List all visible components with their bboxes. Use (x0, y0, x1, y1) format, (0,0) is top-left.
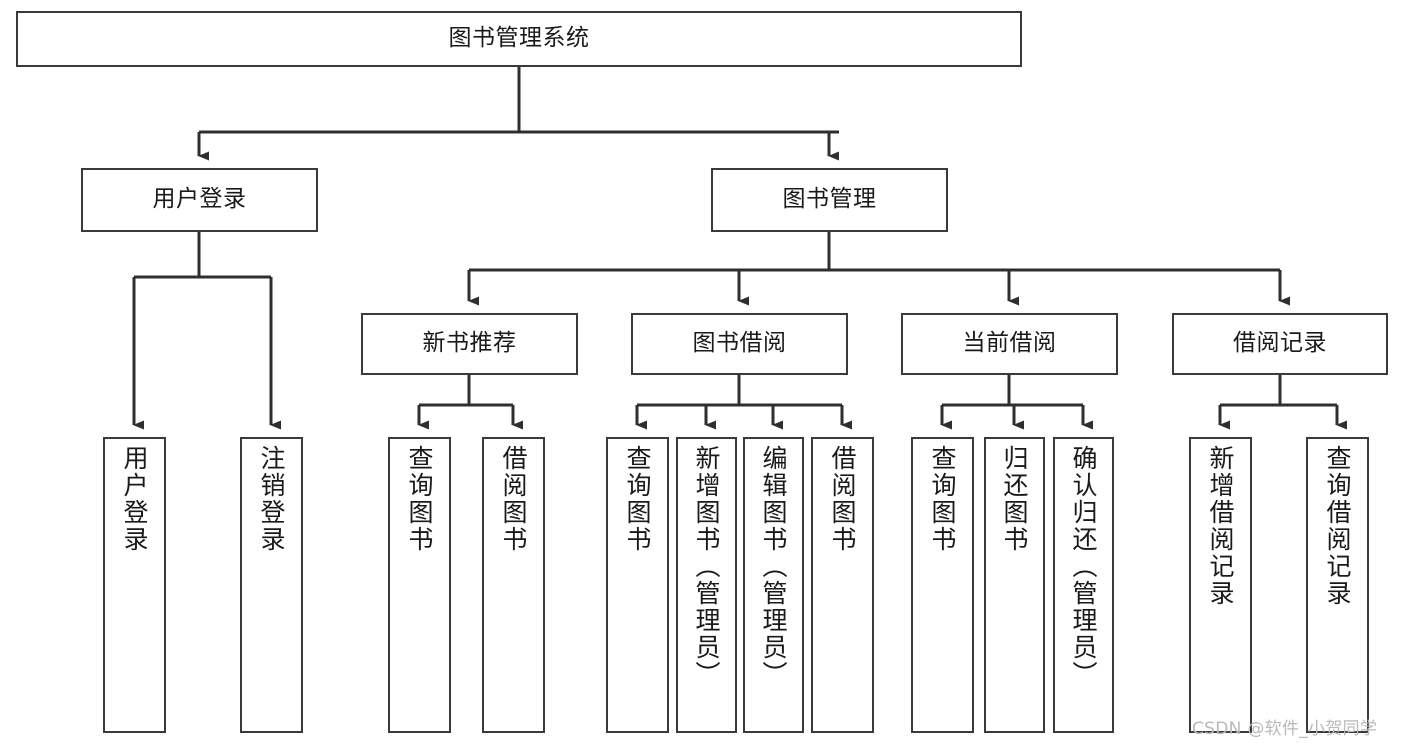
node-current-borrow-label: 当前借阅 (962, 330, 1057, 357)
node-leaf-confirm-return-label: 确认归还（管理员） (1069, 445, 1098, 688)
node-borrow-record[interactable]: 借阅记录 (1172, 313, 1388, 375)
node-current-borrow[interactable]: 当前借阅 (901, 313, 1118, 375)
node-leaf-borrow-book-2-label: 借阅图书 (828, 445, 857, 553)
node-book-borrow[interactable]: 图书借阅 (631, 313, 848, 375)
node-new-book-recommend[interactable]: 新书推荐 (361, 313, 578, 375)
node-leaf-query-book-3-label: 查询图书 (928, 445, 957, 553)
node-leaf-add-record-label: 新增借阅记录 (1206, 445, 1235, 607)
node-root[interactable]: 图书管理系统 (16, 11, 1022, 67)
node-leaf-add-record[interactable]: 新增借阅记录 (1189, 437, 1252, 733)
node-leaf-user-logout[interactable]: 注销登录 (240, 437, 303, 733)
node-leaf-user-login[interactable]: 用户登录 (103, 437, 166, 733)
node-leaf-query-book-3[interactable]: 查询图书 (911, 437, 974, 733)
node-book-borrow-label: 图书借阅 (692, 330, 787, 357)
node-leaf-confirm-return[interactable]: 确认归还（管理员） (1053, 437, 1114, 733)
node-leaf-query-record-label: 查询借阅记录 (1323, 445, 1352, 607)
node-leaf-edit-book-label: 编辑图书（管理员） (759, 445, 788, 688)
node-user-login[interactable]: 用户登录 (81, 168, 318, 232)
node-leaf-return-book[interactable]: 归还图书 (984, 437, 1045, 733)
node-leaf-query-record[interactable]: 查询借阅记录 (1306, 437, 1369, 733)
node-leaf-query-book-1-label: 查询图书 (405, 445, 434, 553)
node-leaf-return-book-label: 归还图书 (1000, 445, 1029, 553)
node-leaf-add-book[interactable]: 新增图书（管理员） (676, 437, 737, 733)
node-leaf-query-book-1[interactable]: 查询图书 (388, 437, 451, 733)
node-leaf-user-logout-label: 注销登录 (257, 445, 286, 553)
node-book-manage-label: 图书管理 (782, 186, 877, 213)
node-root-label: 图书管理系统 (448, 25, 590, 52)
node-leaf-query-book-2-label: 查询图书 (623, 445, 652, 553)
node-leaf-borrow-book-1[interactable]: 借阅图书 (482, 437, 545, 733)
node-user-login-label: 用户登录 (152, 186, 247, 213)
csdn-watermark: CSDN @软件_小贺同学 (1192, 719, 1378, 739)
node-book-manage[interactable]: 图书管理 (711, 168, 948, 232)
node-leaf-borrow-book-2[interactable]: 借阅图书 (811, 437, 874, 733)
node-borrow-record-label: 借阅记录 (1233, 330, 1327, 357)
node-leaf-add-book-label: 新增图书（管理员） (692, 445, 721, 688)
node-new-book-recommend-label: 新书推荐 (422, 330, 517, 357)
node-leaf-borrow-book-1-label: 借阅图书 (499, 445, 528, 553)
node-leaf-user-login-label: 用户登录 (120, 445, 149, 553)
node-leaf-query-book-2[interactable]: 查询图书 (606, 437, 669, 733)
node-leaf-edit-book[interactable]: 编辑图书（管理员） (743, 437, 804, 733)
